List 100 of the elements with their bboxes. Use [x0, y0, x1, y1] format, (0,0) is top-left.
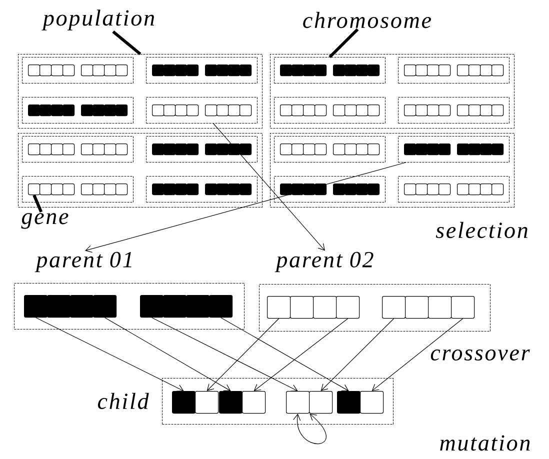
gene-square: [40, 104, 52, 116]
gene-square: [382, 296, 406, 319]
gene-square: [344, 104, 357, 116]
gene-square: [216, 184, 229, 196]
gene-square: [104, 104, 116, 116]
leader-line: [328, 28, 359, 58]
gene-square: [404, 144, 416, 156]
gene-square: [416, 184, 428, 196]
gene-square: [292, 144, 304, 156]
gene-square: [175, 104, 188, 116]
chromosome-box: [398, 57, 510, 84]
gene-square: [368, 64, 380, 76]
arrow: [372, 318, 464, 391]
gene-square: [205, 184, 218, 196]
chromosome-box: [146, 97, 258, 124]
chromosome-box: [274, 57, 386, 84]
gene-square: [164, 184, 176, 196]
gene-square: [175, 144, 188, 156]
arrow: [36, 317, 184, 392]
gene-square: [427, 104, 440, 116]
gene-square: [62, 104, 75, 116]
arrow: [320, 318, 394, 391]
gene-square: [480, 184, 492, 196]
gene-square: [164, 64, 176, 76]
gene-square: [405, 296, 429, 319]
gene-square: [492, 104, 504, 116]
gene-square: [163, 295, 187, 318]
gene-square: [28, 144, 40, 156]
gene-square: [457, 104, 470, 116]
gene-square: [468, 104, 481, 116]
gene-square: [404, 104, 416, 116]
gene-square: [344, 144, 357, 156]
gene-square: [186, 64, 199, 76]
term-label: gene: [21, 213, 68, 229]
term-label: population: [42, 10, 154, 30]
gene-square: [427, 184, 440, 196]
gene-square: [40, 184, 52, 196]
loop-arrow: [293, 414, 326, 444]
gene-square: [492, 144, 504, 156]
gene-square: [152, 64, 164, 76]
gene-square: [292, 184, 304, 196]
gene-square: [216, 104, 229, 116]
gene-square: [28, 184, 40, 196]
gene-square: [468, 184, 481, 196]
chromosome-box: [146, 57, 258, 84]
gene-square: [51, 64, 64, 76]
gene-square: [92, 144, 105, 156]
gene-square: [309, 391, 333, 414]
gene-square: [336, 296, 360, 319]
gene-square: [356, 64, 368, 76]
arrow: [152, 317, 298, 392]
gene-square: [92, 64, 105, 76]
gene-square: [492, 64, 504, 76]
gene-square: [140, 295, 164, 318]
gene-square: [480, 104, 492, 116]
gene-square: [216, 64, 229, 76]
gene-square: [314, 104, 327, 116]
gene-square: [333, 184, 346, 196]
arrow: [85, 162, 406, 253]
gene-square: [314, 184, 327, 196]
gene-square: [240, 144, 252, 156]
gene-square: [290, 296, 314, 319]
gene-square: [47, 295, 71, 318]
gene-square: [356, 144, 368, 156]
gene-square: [116, 64, 128, 76]
box-heading: parent 02: [274, 252, 374, 272]
gene-square: [228, 104, 240, 116]
gene-square: [314, 64, 327, 76]
gene-square: [195, 391, 219, 414]
leader-line: [112, 30, 142, 56]
gene-square: [286, 391, 310, 414]
gene-square: [356, 184, 368, 196]
dashed-group-box: [18, 133, 262, 208]
gene-square: [92, 104, 105, 116]
gene-square: [427, 64, 440, 76]
chromosome-box: [22, 97, 134, 124]
gene-square: [280, 64, 292, 76]
gene-square: [292, 64, 304, 76]
gene-square: [28, 64, 40, 76]
gene-square: [280, 144, 292, 156]
gene-square: [104, 184, 116, 196]
gene-square: [164, 104, 176, 116]
chromosome-box: [146, 136, 258, 162]
chromosome-box: [398, 97, 510, 124]
gene-square: [457, 64, 470, 76]
gene-square: [186, 295, 210, 318]
gene-square: [280, 184, 292, 196]
gene-square: [368, 104, 380, 116]
gene-square: [152, 184, 164, 196]
gene-square: [416, 64, 428, 76]
gene-square: [492, 184, 504, 196]
gene-square: [205, 64, 218, 76]
gene-square: [51, 184, 64, 196]
gene-square: [344, 184, 357, 196]
gene-square: [219, 391, 243, 414]
gene-square: [240, 184, 252, 196]
gene-square: [438, 144, 451, 156]
gene-square: [303, 104, 316, 116]
gene-square: [468, 144, 481, 156]
gene-square: [428, 296, 452, 319]
